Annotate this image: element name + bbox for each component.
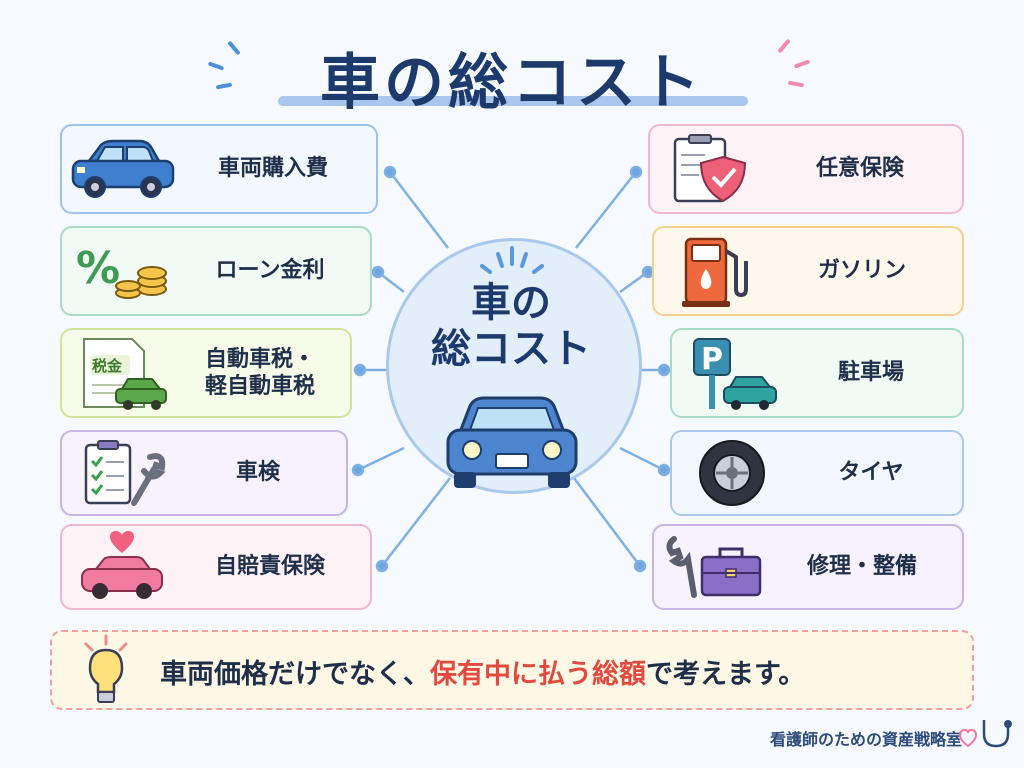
cost-card-vehicle-purchase: 車両購入費 [60,124,378,214]
heart-car-icon [62,526,182,608]
card-label-line: 軽自動車税 [204,374,315,399]
center-spark-icon [480,246,544,274]
cost-card-repair: 修理・整備 [652,524,964,610]
fuel-pump-icon [654,228,774,314]
page-title: 車の総コスト [320,48,704,118]
cost-card-inspection: 車検 [60,430,348,516]
cost-card-compulsory-insurance: 自賠責保険 [60,524,372,610]
heart-stethoscope-icon [958,720,1012,748]
center-title-line: 車の [471,280,551,326]
card-label: 任意保険 [815,156,904,182]
cost-card-car-tax: 税金 自動車税・ 軽自動車税 [60,328,352,418]
center-car-icon [446,396,578,488]
wrench-toolbox-icon [654,526,774,608]
cost-card-gasoline: ガソリン [652,226,964,316]
tax-label: 税金 [92,357,123,375]
summary-highlight: 保有中に払う総額 [430,659,646,690]
card-label: 車両購入費 [217,156,328,182]
shield-clipboard-icon [650,126,770,212]
summary-text-part: で考えます。 [646,659,806,690]
svg-text:%: % [76,243,120,294]
card-label: 自賠責保険 [214,554,325,580]
summary-text: 車両価格だけでなく、保有中に払う総額で考えます。 [160,652,960,691]
card-label: 自動車税・ 軽自動車税 [182,346,350,401]
card-label-line: 自動車税・ [204,346,315,372]
card-label: ローン金利 [215,258,325,284]
parking-sign-icon: P [672,330,792,416]
checklist-wrench-icon [62,432,182,514]
center-title-line: 総コスト [431,326,591,372]
card-label: タイヤ [838,460,904,486]
card-label: 修理・整備 [806,554,917,580]
cost-card-voluntary-insurance: 任意保険 [648,124,964,214]
card-label: ガソリン [817,258,906,284]
credit-text: 看護師のための資産戦略室 [769,730,962,749]
summary-text-part: 車両価格だけでなく、 [160,659,430,690]
cost-card-loan-interest: % ローン金利 [60,226,372,316]
lightbulb-icon [84,634,128,703]
title-underline [278,96,748,106]
cost-card-tires: タイヤ [670,430,964,516]
parking-letter: P [701,342,723,377]
card-label: 車検 [235,460,280,486]
cost-card-parking: P 駐車場 [670,328,964,418]
card-label: 駐車場 [837,360,904,386]
center-title: 車の 総コスト [386,280,636,372]
blue-car-icon [62,126,182,212]
tax-document-car-icon: 税金 [62,330,182,416]
percent-coins-icon: % [62,228,182,314]
summary-banner [50,630,974,710]
tire-icon [672,432,792,514]
